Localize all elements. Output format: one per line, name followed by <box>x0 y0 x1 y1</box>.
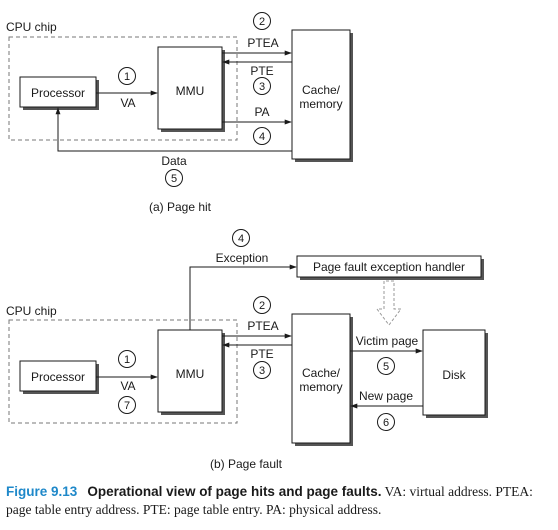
page-hit-fault-diagram: CPU chip Processor MMU Cache/ memory VA … <box>6 12 488 471</box>
fault-handler-box <box>296 255 482 278</box>
disk-box <box>422 329 486 416</box>
step-5-circle-b <box>377 357 395 375</box>
data-return-arrow <box>55 107 292 152</box>
ptea-label: PTEA <box>247 36 278 50</box>
mmu-box-b <box>157 329 223 413</box>
data-label: Data <box>161 154 187 168</box>
cpu-chip-label-b: CPU chip <box>6 304 57 318</box>
step-4-label-b: 4 <box>238 233 244 245</box>
step-3-label-b: 3 <box>259 365 265 377</box>
figure-caption: Figure 9.13 Operational view of page hit… <box>6 483 554 519</box>
page-hit-caption: (a) Page hit <box>149 200 212 214</box>
step-3-label: 3 <box>259 81 265 93</box>
cache-memory-box-b <box>291 313 351 444</box>
disk-label: Disk <box>442 368 466 382</box>
page-fault-diagram: CPU chip Processor MMU Cache/ memory Dis… <box>6 229 488 471</box>
step-5-label-b: 5 <box>383 361 389 373</box>
handler-dashed-arrow <box>376 280 402 326</box>
step-5-circle <box>165 169 183 187</box>
step-4-circle <box>253 127 271 145</box>
step-4-label: 4 <box>259 131 265 143</box>
step-3-circle-b <box>253 361 271 379</box>
cache-label-line2: memory <box>299 97 342 111</box>
step-2-circle-b <box>253 296 271 314</box>
exception-label: Exception <box>216 251 269 265</box>
new-page-label: New page <box>359 389 413 403</box>
ptea-label-b: PTEA <box>247 319 278 333</box>
step-6-label: 6 <box>383 417 389 429</box>
cache-memory-box <box>291 29 351 160</box>
processor-box <box>19 76 97 108</box>
exception-arrow <box>189 264 297 330</box>
cache-label-line2-b: memory <box>299 380 342 394</box>
handler-label: Page fault exception handler <box>313 260 465 274</box>
mmu-label-b: MMU <box>176 367 205 381</box>
va-label-b: VA <box>120 379 135 393</box>
pte-label: PTE <box>250 64 273 78</box>
step-1-label-b: 1 <box>124 354 130 366</box>
processor-box-b <box>19 360 97 392</box>
figure-number: Figure 9.13 <box>6 484 78 499</box>
page-hit-diagram: CPU chip Processor MMU Cache/ memory VA … <box>6 12 353 214</box>
step-3-circle <box>253 77 271 95</box>
processor-label: Processor <box>31 86 85 100</box>
step-4-circle-b <box>232 229 250 247</box>
va-label: VA <box>120 96 135 110</box>
pte-label-b: PTE <box>250 347 273 361</box>
victim-page-label: Victim page <box>356 334 419 348</box>
pa-label: PA <box>254 105 269 119</box>
step-2-label-b: 2 <box>259 300 265 312</box>
step-1-label: 1 <box>124 71 130 83</box>
step-7-circle <box>118 396 136 414</box>
step-6-circle <box>377 413 395 431</box>
cache-label-line1: Cache/ <box>302 83 341 97</box>
figure-description: VA: virtual address. PTEA: page table en… <box>6 484 533 517</box>
cpu-chip-label: CPU chip <box>6 20 57 34</box>
cache-label-line1-b: Cache/ <box>302 366 341 380</box>
step-2-circle <box>253 12 271 30</box>
step-5-label: 5 <box>171 173 177 185</box>
step-1-circle-b <box>118 350 136 368</box>
figure-title: Operational view of page hits and page f… <box>87 484 382 499</box>
mmu-label: MMU <box>176 84 205 98</box>
processor-label-b: Processor <box>31 370 85 384</box>
page-fault-caption: (b) Page fault <box>210 457 283 471</box>
mmu-box <box>157 46 223 130</box>
step-2-label: 2 <box>259 16 265 28</box>
step-7-label: 7 <box>124 400 130 412</box>
cpu-chip-boundary-b <box>8 319 238 424</box>
step-1-circle <box>118 67 136 85</box>
cpu-chip-boundary <box>8 36 238 141</box>
